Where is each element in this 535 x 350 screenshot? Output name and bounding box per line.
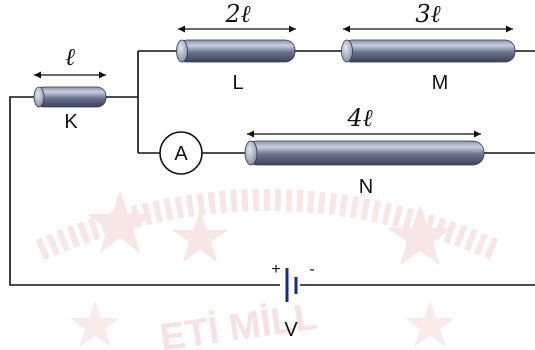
resistor-label-n: N: [359, 176, 373, 198]
resistor-l: 2ℓ L: [176, 0, 296, 94]
resistor-n: 4ℓ N: [244, 104, 485, 198]
dimension-arrow-n: [247, 130, 481, 138]
wires: [9, 50, 535, 286]
length-label-l: 2ℓ: [224, 0, 250, 28]
resistor-label-l: L: [232, 72, 243, 94]
ammeter-symbol: A: [174, 143, 188, 165]
dimension-arrow-l: [178, 25, 296, 33]
length-label-k: ℓ: [65, 43, 75, 71]
resistor-k: ℓ K: [33, 43, 107, 133]
length-label-m: 3ℓ: [415, 0, 440, 28]
ammeter: A: [159, 131, 203, 175]
battery-label: V: [284, 319, 298, 341]
battery-plus: +: [271, 261, 280, 278]
resistor-label-m: M: [432, 72, 449, 94]
resistor-label-k: K: [64, 111, 78, 133]
battery-minus: -: [309, 261, 314, 278]
dimension-arrow-k: [34, 71, 106, 79]
battery: + - V: [271, 261, 314, 341]
length-label-n: 4ℓ: [346, 104, 372, 132]
dimension-arrow-m: [343, 25, 513, 33]
watermark: ETİ MİLL: [35, 189, 500, 350]
resistor-m: 3ℓ M: [341, 0, 516, 94]
